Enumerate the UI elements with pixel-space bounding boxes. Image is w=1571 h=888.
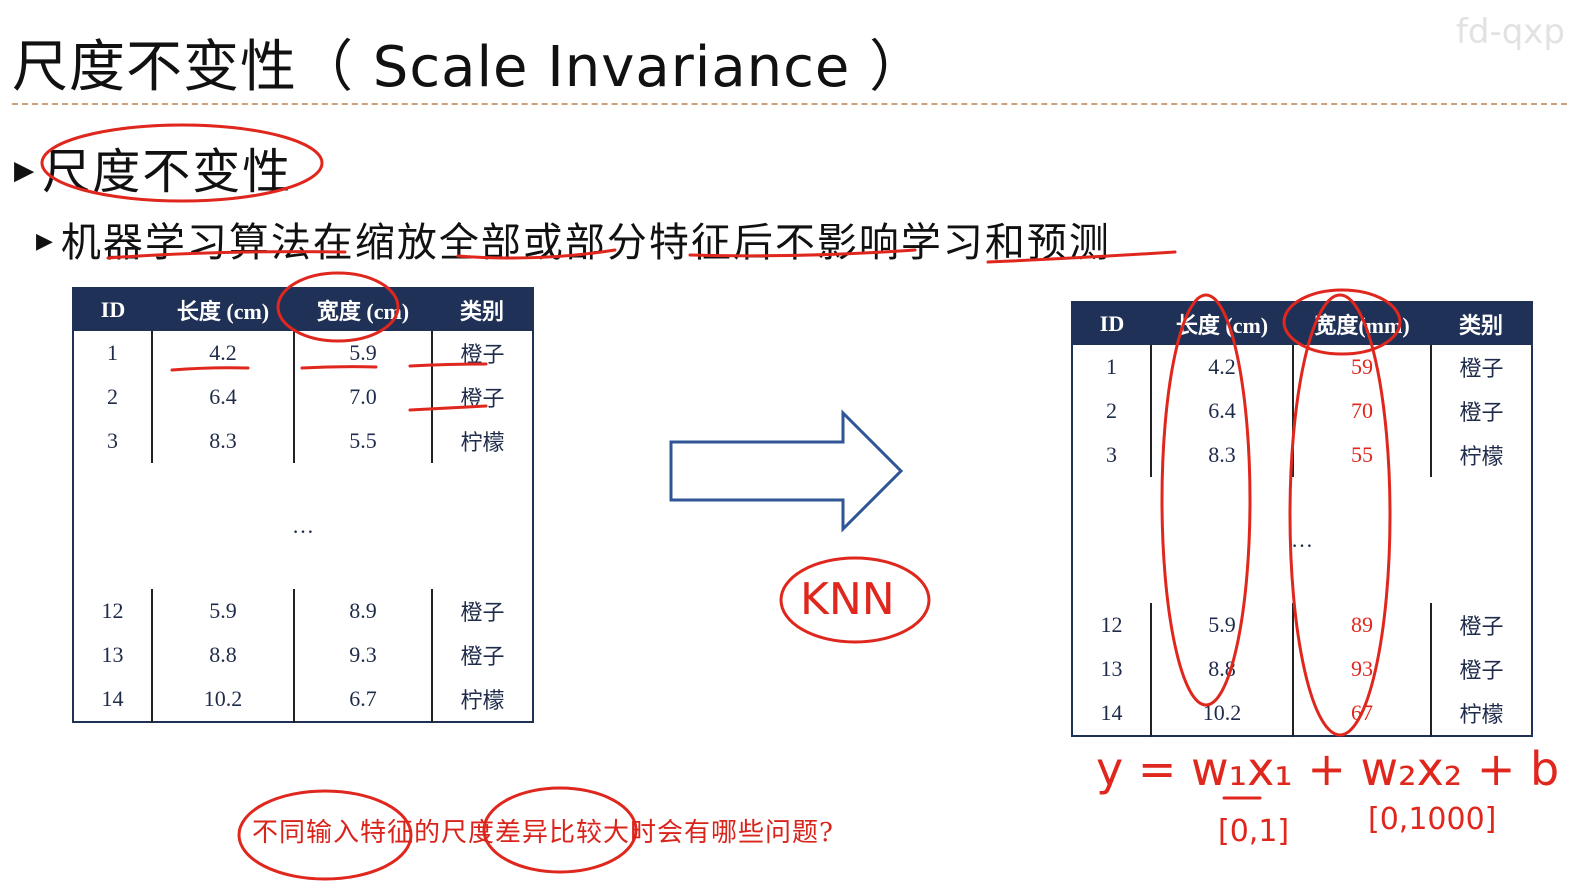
cell-class: 橙子 (1430, 345, 1532, 389)
cell-id: 1 (107, 340, 118, 365)
table-row: 3 8.3 55 柠檬 (1072, 433, 1532, 477)
watermark-logo: fd-qxp (1455, 12, 1565, 52)
cell-id: 13 (1100, 656, 1123, 681)
circle-width-column-right (1288, 293, 1392, 737)
header-class: 类别 (432, 288, 533, 331)
header-id: ID (73, 288, 152, 331)
table-row: 1 4.2 5.9 橙子 (73, 331, 533, 375)
table-row: 2 6.4 7.0 橙子 (73, 375, 533, 419)
table-row: 12 5.9 89 橙子 (1072, 603, 1532, 647)
cell-class: 橙子 (431, 375, 533, 419)
circle-width-header-right (1282, 288, 1402, 356)
circle-width-header-left (276, 271, 400, 343)
cell-width: 8.9 (293, 589, 432, 633)
cell-length: 8.8 (151, 633, 294, 677)
cell-width: 5.5 (293, 419, 432, 463)
cell-width: 93 (1292, 647, 1431, 691)
underline-cell (408, 362, 488, 368)
cell-class: 橙子 (1430, 647, 1532, 691)
circle-length-column-right (1160, 293, 1252, 707)
cell-width: 6.7 (293, 677, 432, 722)
cell-id: 14 (1100, 700, 1123, 725)
table-header-row: ID 长度 (cm) 宽度 (cm) 类别 (73, 288, 533, 331)
cell-class: 橙子 (431, 331, 533, 375)
cell-id: 13 (101, 642, 124, 667)
table-ellipsis: … (292, 513, 314, 538)
range-x2-annotation: [0,1000] (1368, 802, 1497, 837)
title-divider (12, 103, 1567, 105)
cell-length: 8.3 (151, 419, 294, 463)
table-row: 13 8.8 93 橙子 (1072, 647, 1532, 691)
table-row: 2 6.4 70 橙子 (1072, 389, 1532, 433)
question-text: 不同输入特征的尺度差异比较大时会有哪些问题? (252, 818, 834, 848)
underline-features (688, 248, 917, 258)
underline-learning (986, 250, 1177, 264)
cell-length: 6.4 (1150, 389, 1293, 433)
slide-title: 尺度不变性（ Scale Invariance ） (12, 35, 927, 100)
cell-length: 8.8 (1150, 647, 1293, 691)
cell-width: 70 (1292, 389, 1431, 433)
cell-class: 柠檬 (1430, 691, 1532, 736)
cell-width: 89 (1292, 603, 1431, 647)
cell-class: 柠檬 (431, 677, 533, 722)
header-id: ID (1072, 302, 1151, 345)
bullet-triangle-icon: ▶ (14, 154, 37, 186)
table-row: 13 8.8 9.3 橙子 (73, 633, 533, 677)
table-row: 14 10.2 6.7 柠檬 (73, 677, 533, 722)
table-row: 12 5.9 8.9 橙子 (73, 589, 533, 633)
cell-id: 2 (107, 384, 118, 409)
header-width: 宽度 (cm) (294, 288, 432, 331)
right-data-table: ID 长度 (cm) 宽度(mm) 类别 1 4.2 59 橙子 2 6.4 7… (1071, 301, 1533, 737)
cell-width: 9.3 (293, 633, 432, 677)
cell-class: 橙子 (431, 589, 533, 633)
circle-bullet-heading (40, 123, 324, 203)
cell-id: 2 (1106, 398, 1117, 423)
cell-id: 3 (107, 428, 118, 453)
cell-length: 6.4 (151, 375, 294, 419)
cell-class: 橙子 (1430, 603, 1532, 647)
table-ellipsis: … (1291, 527, 1313, 552)
underline-cell (300, 365, 378, 370)
underline-cell (170, 366, 250, 372)
table-ellipsis-row: … (73, 463, 533, 589)
cell-length: 5.9 (151, 589, 294, 633)
cell-id: 14 (101, 686, 124, 711)
circle-question-scale (482, 786, 638, 874)
range-x1-annotation: [0,1] (1218, 814, 1290, 849)
cell-id: 1 (1106, 354, 1117, 379)
left-data-table: ID 长度 (cm) 宽度 (cm) 类别 1 4.2 5.9 橙子 2 6.4… (72, 287, 534, 723)
circle-question-feature (237, 789, 413, 881)
underline-cell (408, 404, 488, 412)
cell-id: 3 (1106, 442, 1117, 467)
header-length: 长度 (cm) (152, 288, 294, 331)
table-ellipsis-row: … (1072, 477, 1532, 603)
underline-scaling (456, 248, 617, 260)
cell-width: 55 (1292, 433, 1431, 477)
cell-class: 柠檬 (1430, 433, 1532, 477)
cell-width: 7.0 (293, 375, 432, 419)
bullet-level2: ▶机器学习算法在缩放全部或部分特征后不影响学习和预测 (36, 210, 1111, 268)
header-class: 类别 (1431, 302, 1532, 345)
table-header-row: ID 长度 (cm) 宽度(mm) 类别 (1072, 302, 1532, 345)
cell-class: 柠檬 (431, 419, 533, 463)
formula-annotation: y = w₁x₁ + w₂x₂ + b (1096, 742, 1560, 796)
right-arrow-icon (669, 409, 904, 533)
underline-algorithm (106, 250, 347, 260)
cell-class: 橙子 (1430, 389, 1532, 433)
circle-knn (779, 556, 931, 644)
cell-length: 10.2 (151, 677, 294, 722)
table-row: 1 4.2 59 橙子 (1072, 345, 1532, 389)
table-row: 3 8.3 5.5 柠檬 (73, 419, 533, 463)
bullet-triangle-icon: ▶ (36, 229, 55, 255)
cell-length: 8.3 (1150, 433, 1293, 477)
bullet-level2-text: 机器学习算法在缩放全部或部分特征后不影响学习和预测 (60, 220, 1111, 266)
cell-id: 12 (101, 598, 124, 623)
knn-label: KNN (800, 574, 895, 625)
cell-id: 12 (1100, 612, 1123, 637)
cell-class: 橙子 (431, 633, 533, 677)
